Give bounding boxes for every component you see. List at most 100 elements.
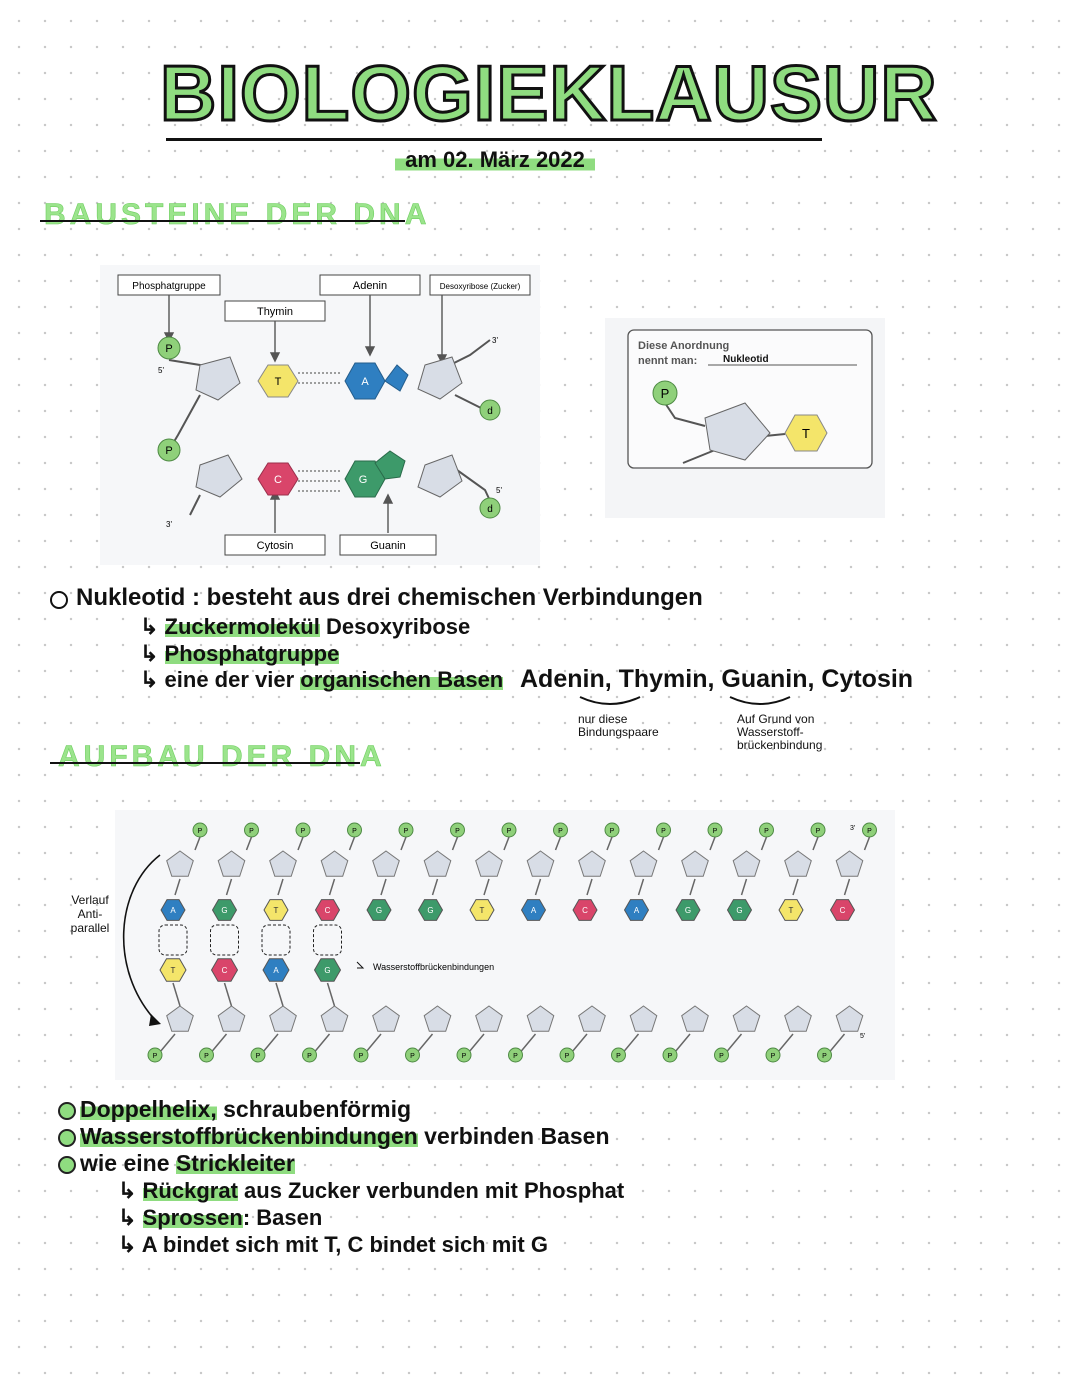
backbone-link — [210, 1033, 228, 1053]
heading-strike — [50, 762, 360, 764]
sugar-pentagon — [417, 454, 463, 498]
phosphate-label: P — [867, 828, 872, 835]
svg-text:3': 3' — [850, 825, 855, 832]
sugar-pentagon — [475, 1005, 503, 1032]
base-hexagon-label: G — [221, 906, 227, 915]
note-strickleiter-hl: Strickleiter — [175, 1150, 295, 1176]
note-wasserstoffbruecken: Wasserstoffbrückenbindungen verbinden Ba… — [80, 1123, 610, 1150]
phosphate-label: P — [307, 1053, 312, 1060]
note-basenpaare: ↳ A bindet sich mit T, C bindet sich mit… — [118, 1232, 548, 1257]
phosphate-label: P — [771, 1053, 776, 1060]
backbone-link — [348, 836, 356, 851]
sugar-pentagon — [320, 1005, 349, 1032]
phosphate-circle — [199, 1047, 214, 1063]
phosphate-label: P — [404, 828, 409, 835]
backbone-link — [519, 1033, 537, 1053]
base-hexagon — [211, 899, 238, 921]
svg-text:5': 5' — [496, 486, 502, 495]
note-strickleiter: wie eine Strickleiter — [80, 1150, 295, 1177]
sugar-pentagon — [578, 1005, 606, 1032]
phosphate-label: P — [455, 828, 460, 835]
backbone-link — [468, 1033, 485, 1053]
sugar-base-link — [326, 982, 336, 1007]
sugar-base-link — [431, 878, 439, 896]
sugar-pentagon — [475, 850, 503, 877]
note-phosphat-hl: Phosphatgruppe — [164, 641, 340, 666]
note-basen: ↳ eine der vier organischen Basen — [140, 667, 504, 692]
phosphate-circle: P — [652, 380, 678, 406]
backbone-link — [554, 836, 562, 851]
base-hexagon-label: G — [685, 906, 691, 915]
sugar-pentagon — [704, 402, 771, 461]
phosphate-label: P — [565, 1053, 570, 1060]
sugar-pentagon — [166, 850, 194, 877]
note-basenpaare-text: A bindet sich mit T, C bindet sich mit G — [141, 1232, 548, 1257]
base-hexagon-label: A — [273, 966, 279, 975]
sugar-pentagon — [372, 1005, 400, 1032]
phosphate-label: P — [507, 828, 512, 835]
sugar-d-circle: d — [479, 399, 501, 421]
backbone-link — [657, 836, 665, 851]
title-underline — [166, 138, 822, 141]
bullet-circle — [58, 1102, 76, 1120]
backbone-link — [571, 1033, 588, 1053]
backbone-link — [416, 1033, 434, 1053]
base-hexagon — [829, 899, 856, 921]
note-zucker: ↳ Zuckermolekül Desoxyribose — [140, 614, 471, 639]
phosphate-label: P — [462, 1053, 467, 1060]
phosphate-circle — [611, 1047, 626, 1063]
backbone-link — [812, 836, 819, 851]
sugar-base-link — [689, 878, 696, 896]
sugar-pentagon — [195, 356, 241, 401]
phosphate-label: P — [198, 828, 203, 835]
bullet-circle — [58, 1129, 76, 1147]
svg-text:Nukleotid: Nukleotid — [723, 354, 769, 365]
phosphate-label: P — [668, 1053, 673, 1060]
sugar-pentagon — [629, 850, 658, 877]
base-hexagon — [366, 899, 392, 921]
phosphate-label: P — [204, 1053, 209, 1060]
svg-text:d: d — [487, 406, 493, 417]
note-rueckgrat: ↳ Rückgrat aus Zucker verbunden mit Phos… — [118, 1178, 625, 1203]
note-basen-hl: organischen Basen — [300, 667, 504, 692]
hbond-bracket — [313, 924, 342, 956]
phosphate-circle — [765, 1047, 781, 1063]
backbone-link — [622, 1033, 640, 1053]
note-phosphat: ↳ Phosphatgruppe — [140, 641, 340, 666]
backbone-link — [725, 1033, 743, 1053]
cytosin-base: C — [257, 462, 299, 496]
svg-text:3': 3' — [166, 520, 172, 529]
sugar-base-link — [277, 878, 284, 896]
phosphate-label: P — [816, 828, 821, 835]
note-strickleiter-pre: wie eine — [80, 1150, 176, 1176]
note-nukleotid: Nukleotid : besteht aus drei chemischen … — [76, 584, 703, 611]
sugar-pentagon — [195, 454, 243, 498]
base-hexagon-label: T — [789, 906, 794, 915]
phosphate-circle — [817, 1047, 832, 1063]
sugar-base-link — [223, 982, 233, 1007]
phosphate-label: P — [513, 1053, 518, 1060]
base-hexagon-label: A — [170, 906, 176, 915]
note-doppelhelix: Doppelhelix, schraubenförmig — [80, 1096, 411, 1123]
hbond-bracket — [261, 924, 291, 956]
note-rueckgrat-hl: Rückgrat — [142, 1178, 238, 1203]
note-doppelhelix-rest: schraubenförmig — [216, 1096, 412, 1122]
sugar-base-link — [380, 878, 387, 896]
sugar-pentagon — [835, 1005, 864, 1032]
phosphate-label: P — [352, 828, 357, 835]
note-doppelhelix-hl: Doppelhelix, — [80, 1096, 217, 1122]
base-hexagon — [417, 899, 444, 921]
label-phosphatgruppe: Phosphatgruppe — [117, 274, 221, 296]
bullet-circle — [58, 1156, 76, 1174]
sugar-base-link — [843, 878, 851, 896]
svg-text:Thymin: Thymin — [257, 306, 293, 318]
backbone-link — [159, 1033, 176, 1053]
base-hexagon-label: C — [222, 966, 228, 975]
base-hexagon-label: T — [274, 906, 279, 915]
thymin-base: T — [257, 364, 299, 398]
backbone-link — [313, 1033, 331, 1053]
label-guanin: Guanin — [339, 534, 437, 556]
note-sprossen-hl: Sprossen — [142, 1205, 243, 1230]
phosphate-circle — [662, 1047, 678, 1063]
svg-text:P: P — [661, 386, 670, 401]
